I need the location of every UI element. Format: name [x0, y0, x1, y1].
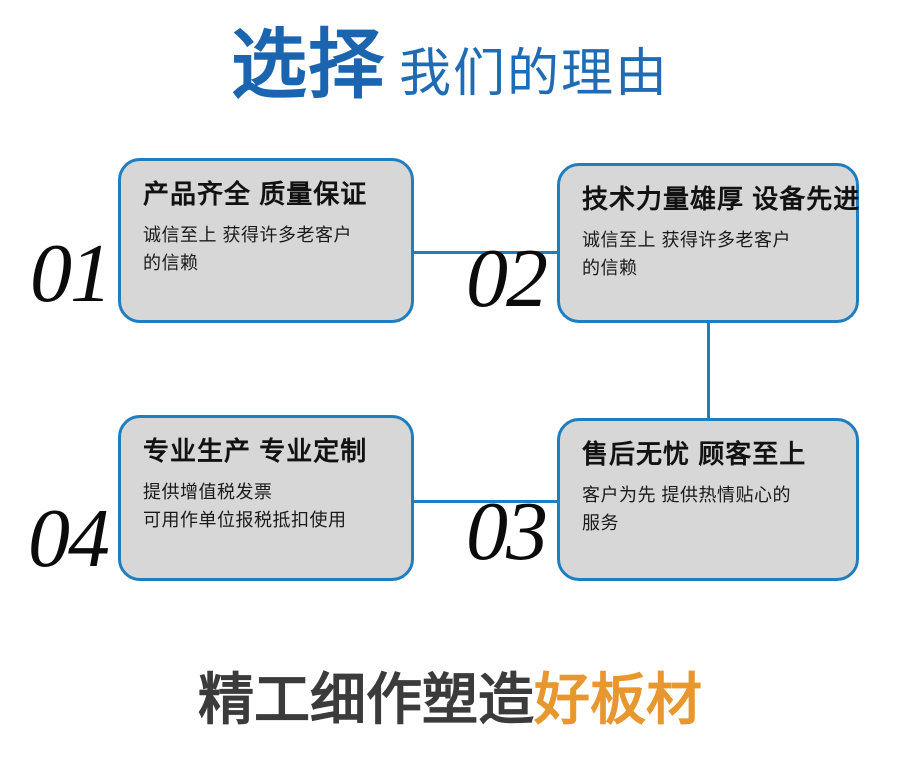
- feature-card-04-title: 专业生产 专业定制: [143, 436, 368, 466]
- feature-card-01-title: 产品齐全 质量保证: [143, 179, 368, 209]
- feature-card-01[interactable]: 产品齐全 质量保证 诚信至上 获得许多老客户 的信赖: [118, 158, 414, 323]
- feature-card-03-body-line-2: 服务: [582, 513, 619, 534]
- connector-04-to-03: [411, 500, 560, 503]
- feature-card-03-body-line-1: 客户为先 提供热情贴心的: [582, 485, 791, 506]
- feature-card-04-body-line-1: 提供增值税发票: [143, 482, 273, 503]
- step-number-04: 04: [28, 492, 110, 585]
- feature-card-02[interactable]: 技术力量雄厚 设备先进 诚信至上 获得许多老客户 的信赖: [557, 163, 859, 323]
- feature-card-03[interactable]: 售后无忧 顾客至上 客户为先 提供热情贴心的 服务: [557, 418, 859, 581]
- page-title-light: 我们的理由: [398, 45, 669, 103]
- page-title-strong: 选择: [230, 23, 385, 108]
- feature-card-01-body: 诚信至上 获得许多老客户 的信赖: [143, 222, 391, 278]
- feature-card-04-body-line-2: 可用作单位报税抵扣使用: [143, 510, 347, 531]
- feature-card-03-title: 售后无忧 顾客至上: [582, 439, 807, 469]
- step-number-03: 03: [466, 485, 548, 578]
- connector-02-to-03: [707, 320, 710, 418]
- page-title: 选择我们的理由: [0, 28, 900, 104]
- feature-card-02-body-line-1: 诚信至上 获得许多老客户: [582, 230, 791, 251]
- feature-card-03-body: 客户为先 提供热情贴心的 服务: [582, 482, 836, 538]
- feature-card-04-body: 提供增值税发票 可用作单位报税抵扣使用: [143, 479, 391, 535]
- feature-card-01-body-line-1: 诚信至上 获得许多老客户: [143, 225, 352, 246]
- step-number-01: 01: [30, 227, 112, 320]
- footer-tagline-accent: 好板材: [534, 668, 702, 731]
- feature-card-02-body-line-2: 的信赖: [582, 258, 638, 279]
- footer-tagline-dark: 精工细作塑造: [198, 668, 534, 731]
- feature-card-04[interactable]: 专业生产 专业定制 提供增值税发票 可用作单位报税抵扣使用: [118, 415, 414, 581]
- feature-card-02-body: 诚信至上 获得许多老客户 的信赖: [582, 227, 836, 283]
- connector-01-to-02: [411, 251, 560, 254]
- feature-card-01-body-line-2: 的信赖: [143, 253, 199, 274]
- step-number-02: 02: [466, 232, 548, 325]
- feature-card-02-title: 技术力量雄厚 设备先进: [582, 184, 861, 214]
- footer-tagline: 精工细作塑造好板材: [0, 672, 900, 728]
